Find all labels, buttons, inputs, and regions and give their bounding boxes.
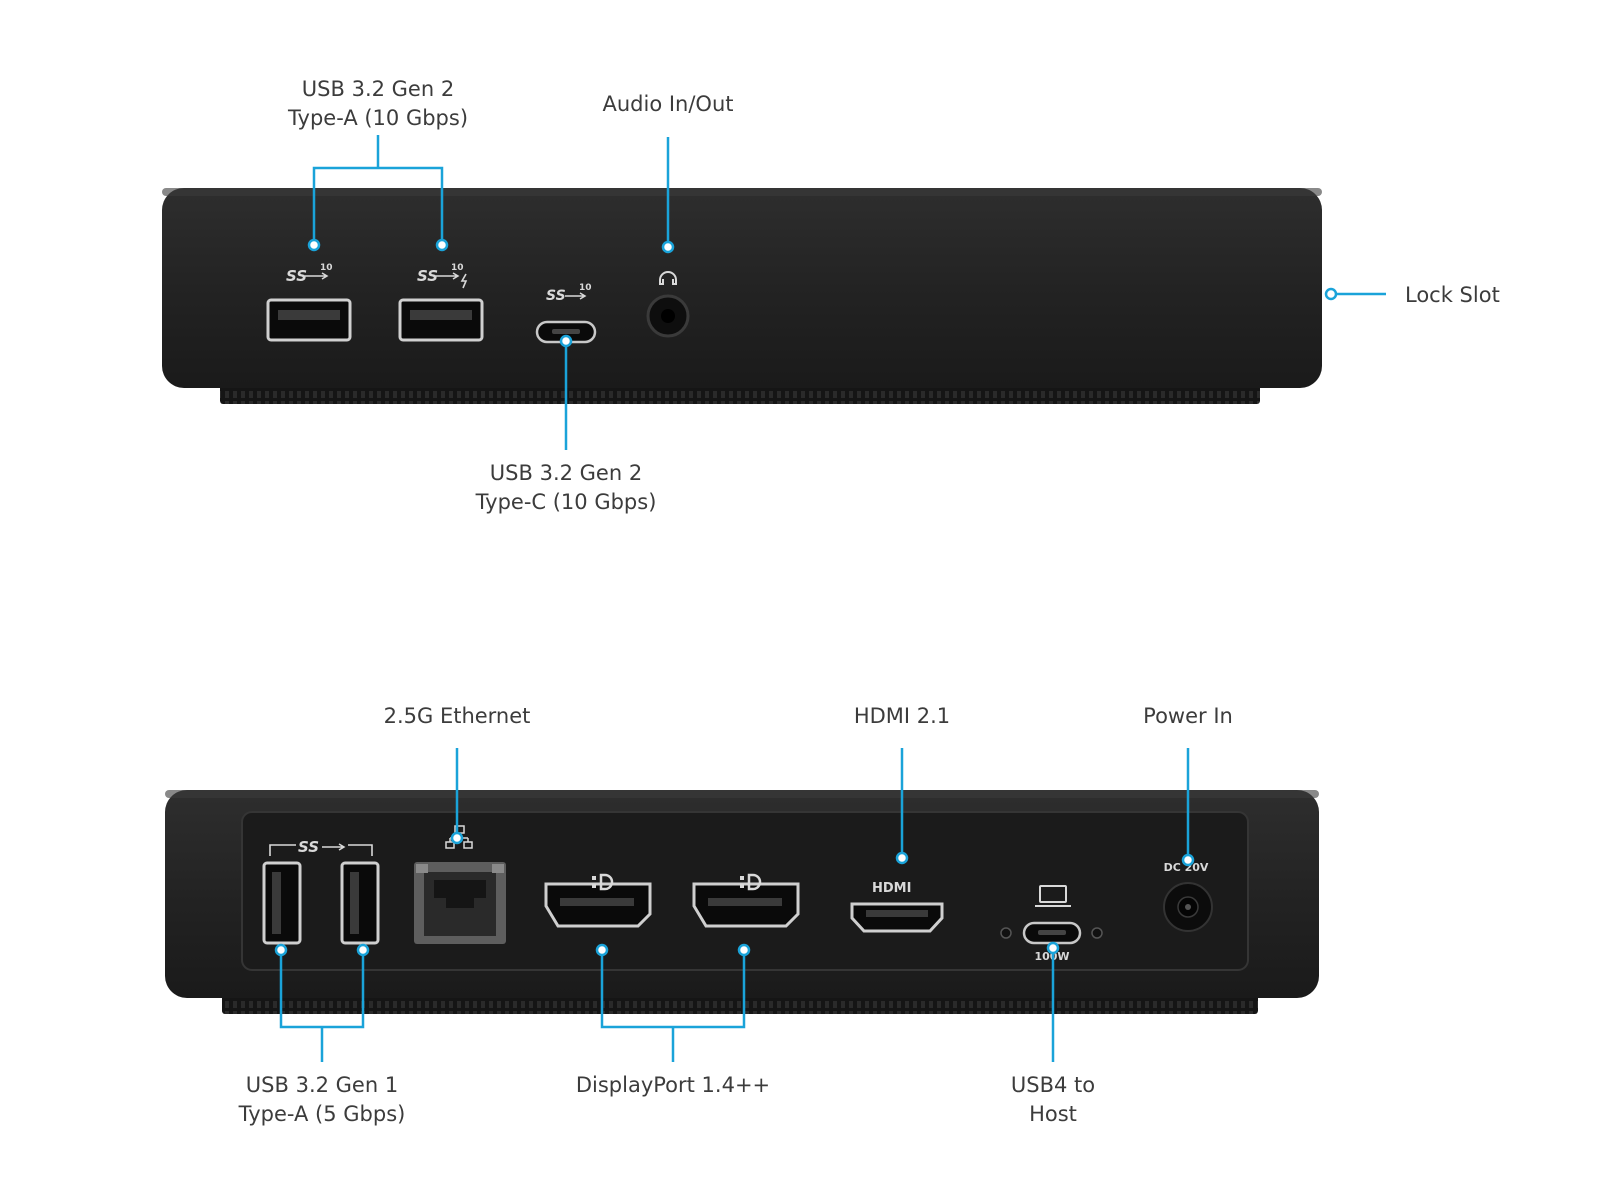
hdmi-logo-icon: HDMI	[872, 881, 911, 896]
headset-icon	[659, 271, 677, 285]
usb-a-gen1-port-2[interactable]	[340, 861, 380, 945]
indicator-led	[1091, 927, 1103, 939]
label-usb-a-gen1-line1: USB 3.2 Gen 1	[246, 1073, 398, 1097]
label-usb-c-gen2-line1: USB 3.2 Gen 2	[490, 461, 642, 485]
callout-dot	[595, 943, 609, 957]
displayport-icon	[740, 873, 762, 891]
label-power-in: Power In	[1143, 704, 1233, 728]
usb-a-gen2-port-2[interactable]	[398, 298, 484, 342]
label-displayport: DisplayPort 1.4++	[576, 1073, 770, 1097]
callout-dot	[307, 238, 321, 252]
superspeed-icon: SS	[286, 267, 307, 285]
callout-dot	[895, 851, 909, 865]
label-usb-c-gen2-line2: Type-C (10 Gbps)	[475, 490, 657, 514]
speed-10-icon: 10	[320, 263, 333, 273]
usb-trident-icon	[436, 272, 460, 280]
displayport-1[interactable]	[544, 882, 652, 928]
front-panel-device: SS 10 SS 10 SS 10	[162, 188, 1322, 404]
usb-a-gen1-port-1[interactable]	[262, 861, 302, 945]
superspeed-icon: SS	[417, 267, 438, 285]
callout-dot	[356, 943, 370, 957]
callout-dot	[435, 238, 449, 252]
displayport-icon	[592, 873, 614, 891]
label-usb-a-gen2-line1: USB 3.2 Gen 2	[302, 77, 454, 101]
laptop-icon	[1035, 885, 1071, 907]
callout-dots	[274, 238, 1338, 957]
label-audio: Audio In/Out	[602, 92, 733, 116]
usb-trident-icon	[322, 843, 346, 851]
label-usb4-line2: Host	[1029, 1102, 1077, 1126]
speed-10-icon: 10	[451, 263, 464, 273]
callout-dot	[274, 943, 288, 957]
audio-jack[interactable]	[646, 294, 690, 338]
dc-voltage-marking: DC 20V	[1164, 861, 1209, 874]
rear-panel-device: SS	[165, 790, 1319, 1014]
usb-a-gen2-port-1[interactable]	[266, 298, 352, 342]
callout-lines	[279, 135, 1386, 1062]
callout-dot	[450, 831, 464, 845]
callout-usb-a-gen2-bracket	[312, 135, 444, 245]
callout-dot	[559, 334, 573, 348]
rear-labels: 2.5G Ethernet HDMI 2.1 Power In USB 3.2 …	[238, 704, 1233, 1126]
label-usb4-line1: USB4 to	[1011, 1073, 1095, 1097]
label-usb-a-gen2-line2: Type-A (10 Gbps)	[287, 106, 468, 130]
usb-trident-icon	[305, 272, 329, 280]
label-lock-slot: Lock Slot	[1405, 283, 1500, 307]
callout-dot	[661, 240, 675, 254]
superspeed-icon: SS	[546, 288, 566, 304]
usb-trident-icon	[565, 292, 587, 300]
speed-10-icon: 10	[579, 283, 592, 293]
charging-bolt-icon	[460, 273, 468, 289]
callout-dot	[1046, 941, 1060, 955]
ethernet-port[interactable]	[414, 862, 506, 944]
callout-dot	[737, 943, 751, 957]
label-ethernet: 2.5G Ethernet	[384, 704, 531, 728]
dc-power-jack[interactable]	[1163, 882, 1213, 932]
label-hdmi: HDMI 2.1	[854, 704, 950, 728]
front-panel-body	[162, 188, 1322, 388]
callout-dot	[1181, 853, 1195, 867]
callout-dot	[1324, 287, 1338, 301]
front-labels: USB 3.2 Gen 2 Type-A (10 Gbps) Audio In/…	[287, 77, 1500, 514]
hdmi-port[interactable]	[850, 902, 944, 933]
displayport-2[interactable]	[692, 882, 800, 928]
indicator-led	[1000, 927, 1012, 939]
usb4-host-port[interactable]	[1022, 921, 1082, 945]
superspeed-icon: SS	[298, 838, 319, 856]
label-usb-a-gen1-line2: Type-A (5 Gbps)	[238, 1102, 406, 1126]
callout-usb-a-gen1-bracket	[279, 955, 365, 1062]
callout-displayport-bracket	[600, 955, 746, 1062]
